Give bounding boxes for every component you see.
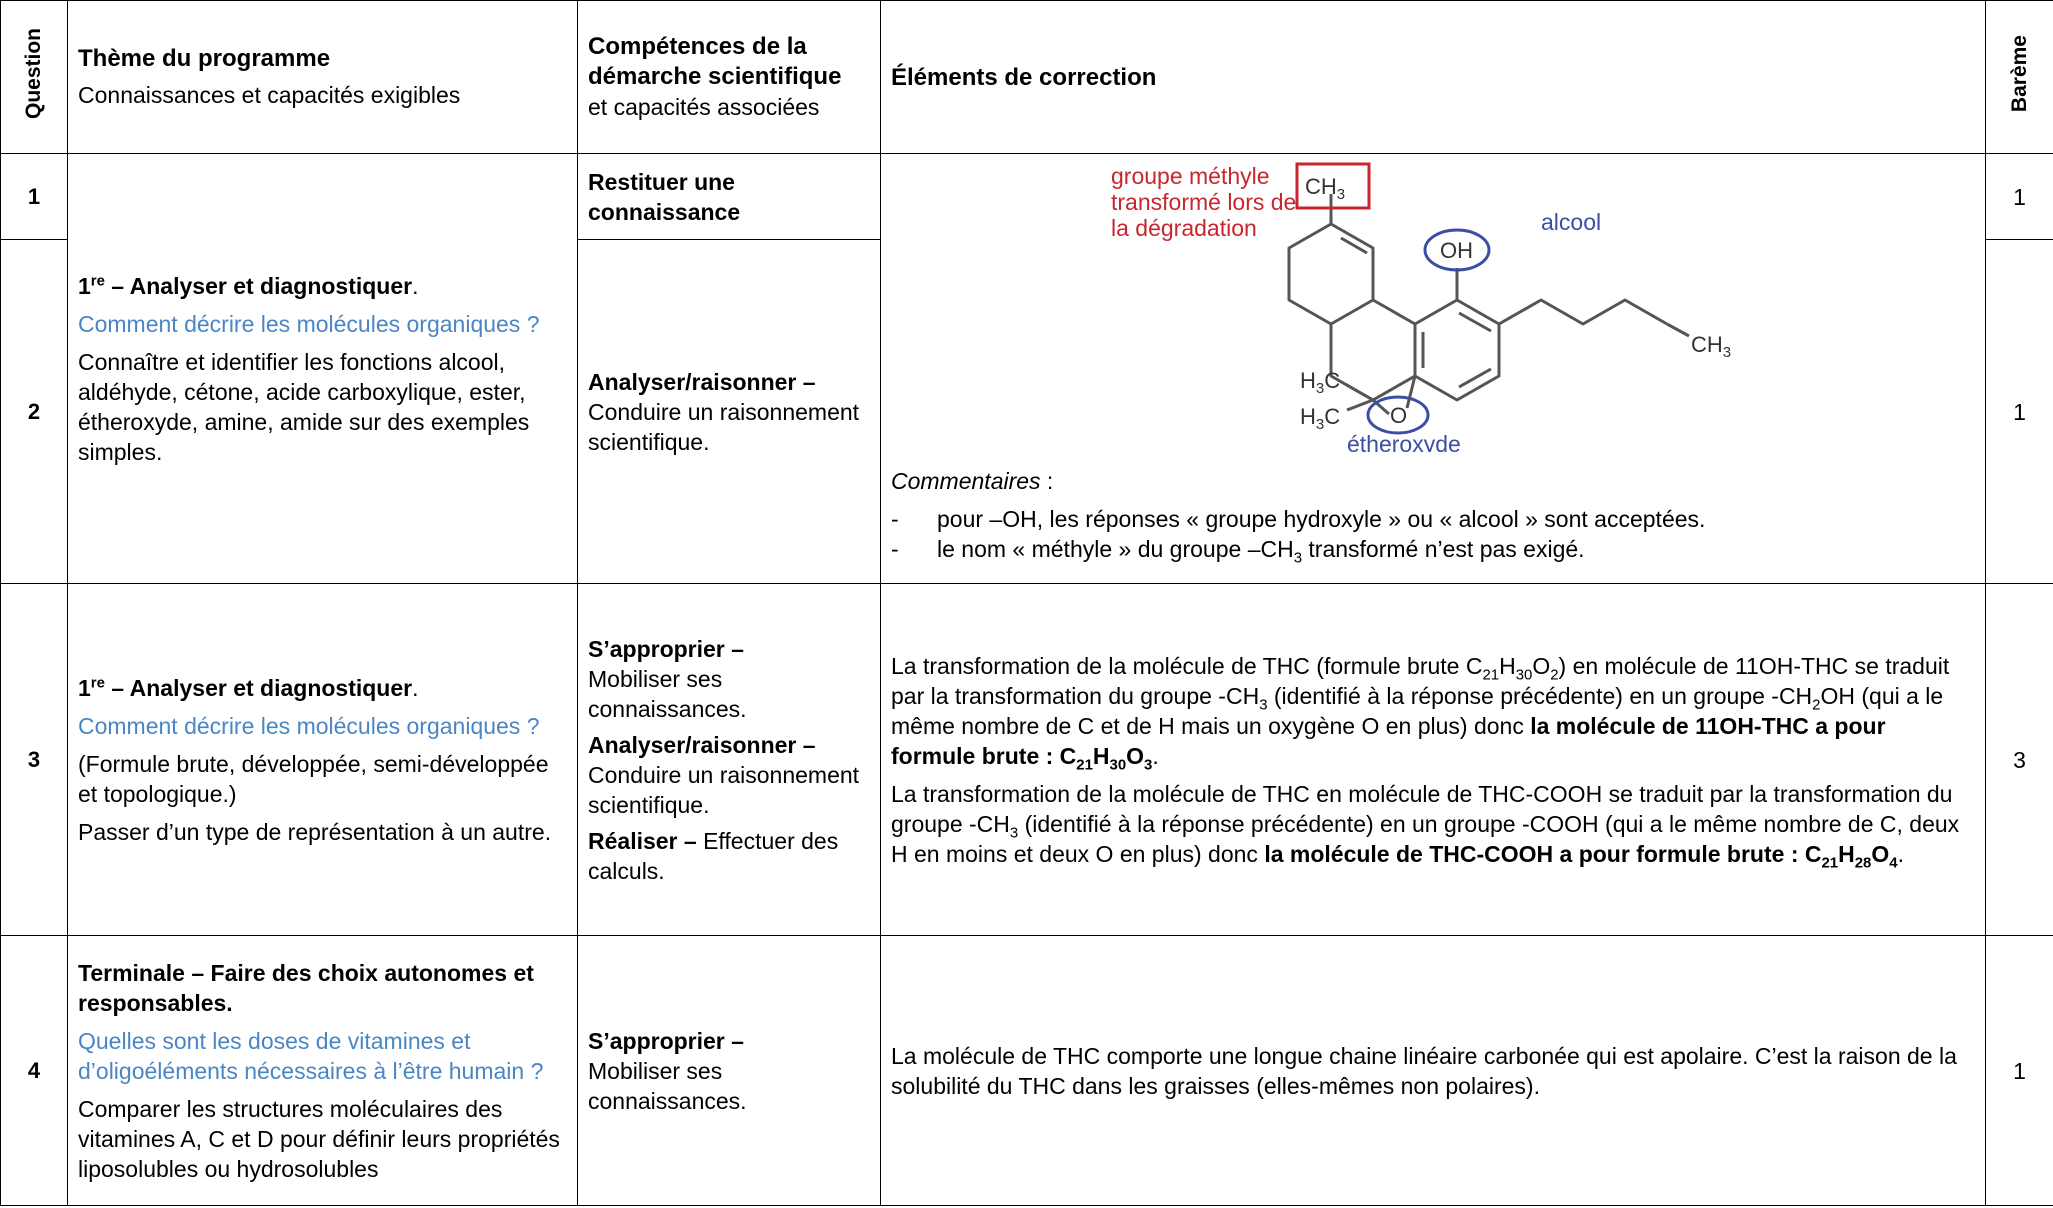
table-row: 4 Terminale – Faire des choix autonomes … <box>0 935 2053 1206</box>
competence-cell: S’approprier – Mobiliser ses connaissanc… <box>577 583 881 936</box>
theme-text: Comparer les structures moléculaires des… <box>78 1095 560 1182</box>
question-number: 3 <box>0 583 68 936</box>
header-comp-sub: et capacités associées <box>588 94 820 120</box>
atom-o: O <box>1390 403 1407 428</box>
label-alcool: alcool <box>1541 209 1601 235</box>
theme-heading: Terminale – Faire des choix autonomes et… <box>78 959 534 1016</box>
theme-text: Connaître et identifier les fonctions al… <box>78 348 530 465</box>
theme-cell: 1re – Analyser et diagnostiquer. Comment… <box>67 583 578 936</box>
competence-cell: Analyser/raisonner – Conduire un raisonn… <box>577 239 881 584</box>
competence-cell: S’approprier – Mobiliser ses connaissanc… <box>577 935 881 1206</box>
theme-cell: Terminale – Faire des choix autonomes et… <box>67 935 578 1206</box>
atom-h3c-2: H3C <box>1300 404 1340 433</box>
table-row: 1 1re – Analyser et diagnostiquer. Comme… <box>0 153 2053 584</box>
theme-question: Comment décrire les molécules organiques… <box>78 712 540 739</box>
question-number: 4 <box>0 935 68 1206</box>
score: 3 <box>1985 583 2053 936</box>
header-elements: Éléments de correction <box>880 0 1986 154</box>
question-number: 2 <box>0 239 68 584</box>
score: 1 <box>1985 935 2053 1206</box>
label-methyl-2: transformé lors de <box>1111 189 1296 215</box>
theme-question: Quelles sont les doses de vitamines et d… <box>78 1027 544 1084</box>
atom-h3c-1: H3C <box>1300 368 1340 397</box>
label-etheroxyde: étheroxyde <box>1347 431 1461 452</box>
header-competences: Compétences de la démarche scientifique … <box>577 0 881 154</box>
label-methyl-1: groupe méthyle <box>1111 163 1270 189</box>
header-question: Question <box>0 0 68 154</box>
header-comp-title: Compétences de la démarche scientifique <box>588 33 842 90</box>
table-row: 3 1re – Analyser et diagnostiquer. Comme… <box>0 583 2053 936</box>
table-row: 2 Analyser/raisonner – Conduire un raiso… <box>0 239 2053 584</box>
score: 1 <box>1985 239 2053 584</box>
theme-question: Comment décrire les molécules organiques… <box>78 310 540 337</box>
atom-ch3-end: CH3 <box>1691 332 1731 361</box>
atom-oh: OH <box>1440 238 1473 263</box>
correction-cell: La molécule de THC comporte une longue c… <box>880 935 1986 1206</box>
header-theme: Thème du programme Connaissances et capa… <box>67 0 578 154</box>
header-theme-title: Thème du programme <box>78 45 331 72</box>
header-row: Question Thème du programme Connaissance… <box>0 0 2053 154</box>
comment-item: pour –OH, les réponses « groupe hydroxyl… <box>891 504 1975 534</box>
competence-cell: Restituer une connaissance <box>577 153 881 240</box>
comment-item: le nom « méthyle » du groupe –CH3 transf… <box>891 534 1975 566</box>
question-number: 1 <box>0 153 68 240</box>
comment-label: Commentaires <box>891 468 1041 494</box>
score: 1 <box>1985 153 2053 240</box>
correction-cell: CH3 OH H3C H3C O CH3 groupe méthyle tran… <box>880 153 1986 584</box>
thc-molecule-diagram: CH3 OH H3C H3C O CH3 groupe méthyle tran… <box>1111 162 1731 452</box>
label-methyl-3: la dégradation <box>1111 215 1257 241</box>
correction-cell: La transformation de la molécule de THC … <box>880 583 1986 936</box>
theme-cell: 1re – Analyser et diagnostiquer. Comment… <box>67 153 578 584</box>
comment-list: pour –OH, les réponses « groupe hydroxyl… <box>891 504 1975 566</box>
atom-ch3-top: CH3 <box>1305 174 1345 203</box>
header-theme-sub: Connaissances et capacités exigibles <box>78 82 461 108</box>
header-bareme: Barème <box>1985 0 2053 154</box>
